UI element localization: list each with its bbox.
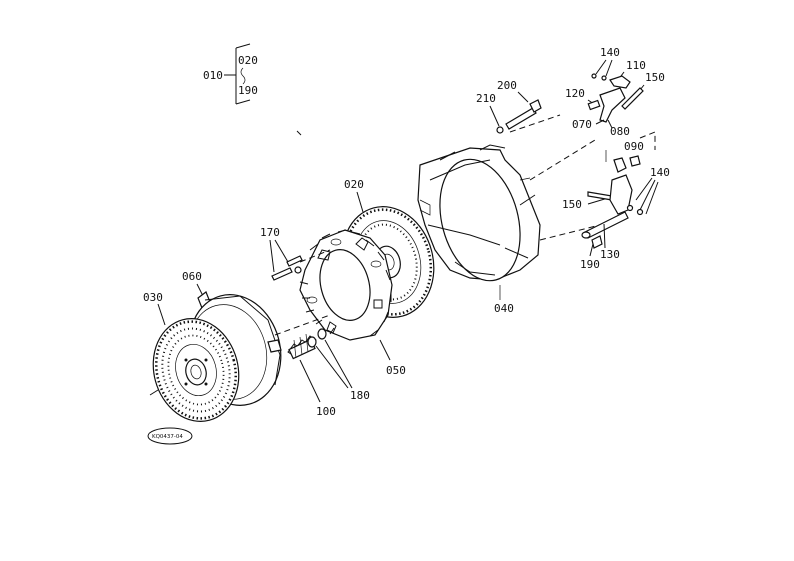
label-080: 080 bbox=[610, 125, 630, 138]
label-050: 050 bbox=[386, 364, 406, 377]
label-150-top: 150 bbox=[645, 71, 665, 84]
label-010: 010 bbox=[203, 69, 223, 82]
label-040: 040 bbox=[494, 302, 514, 315]
release-fork-upper: 140 110 150 120 070 080 090 bbox=[565, 46, 665, 162]
label-020-legend: 020 bbox=[238, 54, 258, 67]
pressure-plate-050: 050 bbox=[299, 229, 406, 377]
clutch-disc-030: 030 bbox=[143, 291, 240, 422]
label-100: 100 bbox=[316, 405, 336, 418]
label-130: 130 bbox=[600, 248, 620, 261]
label-030: 030 bbox=[143, 291, 163, 304]
label-090: 090 bbox=[624, 140, 644, 153]
label-180: 180 bbox=[350, 389, 370, 402]
label-140-lower: 140 bbox=[650, 166, 670, 179]
label-210: 210 bbox=[476, 92, 496, 105]
label-140-top: 140 bbox=[600, 46, 620, 59]
label-190-lower: 190 bbox=[580, 258, 600, 271]
label-070: 070 bbox=[572, 118, 592, 131]
label-120: 120 bbox=[565, 87, 585, 100]
label-110: 110 bbox=[626, 59, 646, 72]
reference-code: KQ0437-04 bbox=[152, 434, 183, 440]
label-170: 170 bbox=[260, 226, 280, 239]
springs-100: 100 180 bbox=[287, 328, 370, 418]
label-060: 060 bbox=[182, 270, 202, 283]
clutch-housing-040: 040 bbox=[417, 139, 601, 315]
label-190-legend: 190 bbox=[238, 84, 258, 97]
label-020: 020 bbox=[344, 178, 364, 191]
label-200: 200 bbox=[497, 79, 517, 92]
label-150-lower: 150 bbox=[562, 198, 582, 211]
bolts-170: 170 bbox=[260, 226, 331, 281]
reference-code-stamp: KQ0437-04 bbox=[147, 427, 193, 445]
bolt-200: 200 210 bbox=[476, 79, 561, 134]
release-fork-lower: 140 150 130 190 bbox=[562, 155, 670, 271]
legend-bracket: 010 020 190 bbox=[203, 43, 258, 105]
